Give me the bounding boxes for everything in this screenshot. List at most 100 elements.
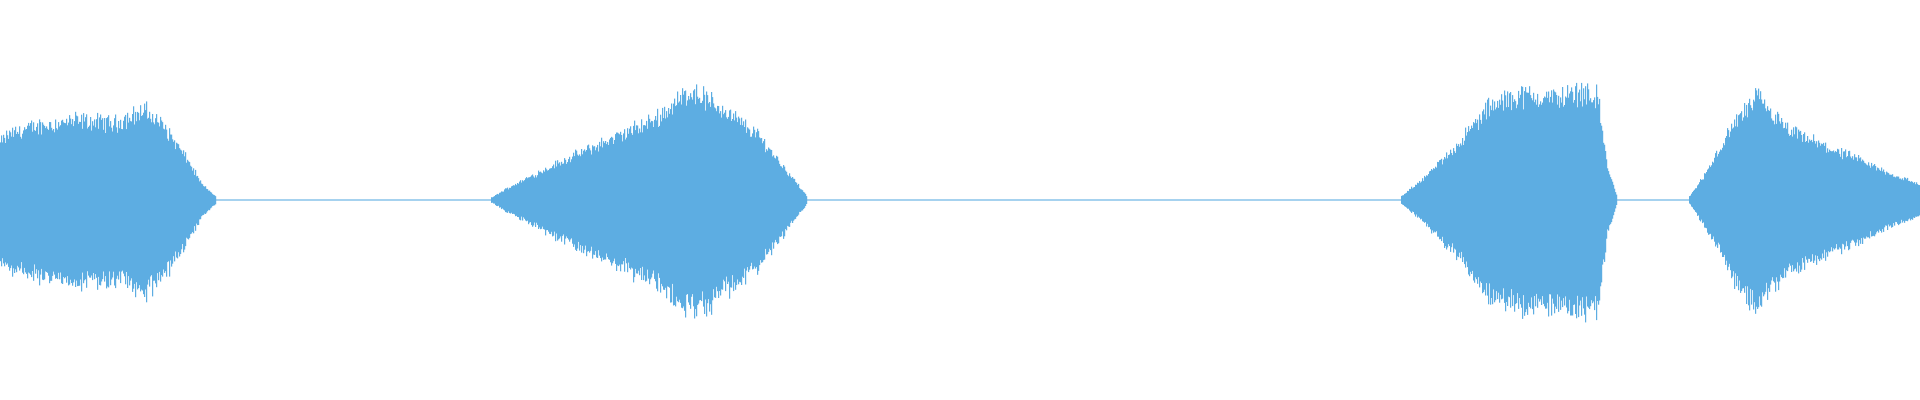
waveform-sample: [168, 140, 170, 262]
waveform-sample: [1785, 122, 1787, 278]
waveform-sample: [1903, 180, 1905, 221]
waveform-sample: [1841, 148, 1843, 255]
waveform-sample: [584, 149, 586, 250]
waveform-sample: [1740, 113, 1742, 293]
waveform-sample: [552, 166, 554, 237]
waveform-sample: [526, 177, 528, 222]
waveform-sample: [1787, 122, 1789, 272]
waveform-sample: [1529, 86, 1531, 307]
waveform-sample: [554, 168, 556, 232]
waveform-sample: [532, 174, 534, 227]
waveform-sample: [9, 130, 11, 271]
waveform-sample: [705, 110, 707, 300]
waveform-sample: [612, 137, 614, 264]
waveform-sample: [136, 121, 138, 283]
waveform-sample: [1914, 182, 1916, 218]
waveform-sample: [1719, 151, 1721, 245]
waveform-sample: [779, 163, 781, 237]
waveform-sample: [116, 127, 118, 279]
waveform-sample: [683, 94, 685, 307]
waveform-sample: [1722, 147, 1724, 257]
waveform-sample: [715, 108, 717, 298]
waveform-sample: [1708, 168, 1710, 235]
waveform-sample: [1574, 100, 1576, 305]
waveform-sample: [22, 133, 24, 273]
waveform-sample: [1735, 126, 1737, 274]
waveform-sample: [1441, 158, 1443, 242]
waveform-sample: [580, 156, 582, 246]
waveform-segment-3: [1401, 82, 1618, 323]
waveform-sample: [1765, 108, 1767, 292]
waveform-sample: [749, 129, 751, 270]
waveform-sample: [1862, 159, 1864, 244]
waveform-sample: [123, 120, 125, 274]
waveform-sample: [1481, 123, 1483, 283]
waveform-sample: [1913, 183, 1915, 218]
waveform-sample: [143, 112, 145, 295]
waveform-sample: [1597, 96, 1599, 302]
waveform-sample: [165, 124, 167, 272]
waveform-sample: [570, 162, 572, 240]
waveform-sample: [575, 149, 577, 250]
waveform-sample: [1733, 127, 1735, 272]
waveform-sample: [1482, 111, 1484, 294]
waveform-sample: [733, 113, 735, 292]
waveform-sample: [1403, 195, 1405, 206]
waveform-sample: [137, 111, 139, 290]
waveform-sample: [1889, 174, 1891, 227]
waveform-sample: [1697, 185, 1699, 216]
waveform-sample: [1460, 143, 1462, 259]
waveform-sample: [1540, 101, 1542, 300]
waveform-sample: [551, 168, 553, 232]
waveform-sample: [528, 177, 530, 225]
waveform-sample: [689, 99, 691, 305]
waveform-sample: [1613, 184, 1615, 216]
waveform-sample: [5, 143, 7, 263]
waveform-sample: [27, 125, 29, 279]
waveform-sample: [1898, 176, 1900, 226]
waveform-sample: [1510, 92, 1512, 308]
waveform-sample: [1573, 102, 1575, 305]
waveform-sample: [725, 110, 727, 292]
waveform-sample: [1530, 95, 1532, 309]
waveform-sample: [83, 113, 85, 284]
waveform-sample: [1410, 189, 1412, 212]
waveform-sample: [131, 121, 133, 279]
waveform-sample: [90, 117, 92, 278]
waveform-sample: [1493, 110, 1495, 290]
waveform-sample: [61, 120, 63, 284]
waveform-sample: [74, 121, 76, 280]
waveform-sample: [1589, 100, 1591, 310]
waveform-sample: [1691, 193, 1693, 207]
waveform-sample: [64, 123, 66, 279]
waveform-sample: [1469, 131, 1471, 277]
waveform-sample: [1543, 98, 1545, 304]
waveform-sample: [1797, 138, 1799, 263]
waveform-sample: [67, 125, 69, 277]
waveform-sample: [121, 129, 123, 272]
waveform-sample: [1782, 122, 1784, 279]
waveform-sample: [742, 125, 744, 277]
waveform-sample: [177, 143, 179, 259]
waveform-sample: [29, 125, 31, 274]
waveform-sample: [1472, 128, 1474, 271]
waveform-sample: [147, 118, 149, 285]
waveform-sample: [1508, 107, 1510, 297]
waveform-sample: [651, 120, 653, 278]
waveform-sample: [588, 144, 590, 251]
waveform-sample: [135, 111, 137, 298]
waveform-sample: [1794, 134, 1796, 270]
waveform-sample: [1477, 119, 1479, 284]
waveform-sample: [701, 102, 703, 302]
waveform-sample: [76, 115, 78, 281]
waveform-sample: [716, 111, 718, 287]
waveform-sample: [1583, 88, 1585, 309]
waveform-sample: [1468, 126, 1470, 275]
waveform-sample: [762, 143, 764, 263]
waveform-sample: [1823, 142, 1825, 259]
waveform-sample: [1908, 181, 1910, 220]
waveform-sample: [1558, 95, 1560, 312]
waveform-sample: [62, 119, 64, 284]
waveform-sample: [1606, 159, 1608, 239]
waveform-sample: [1906, 179, 1908, 221]
